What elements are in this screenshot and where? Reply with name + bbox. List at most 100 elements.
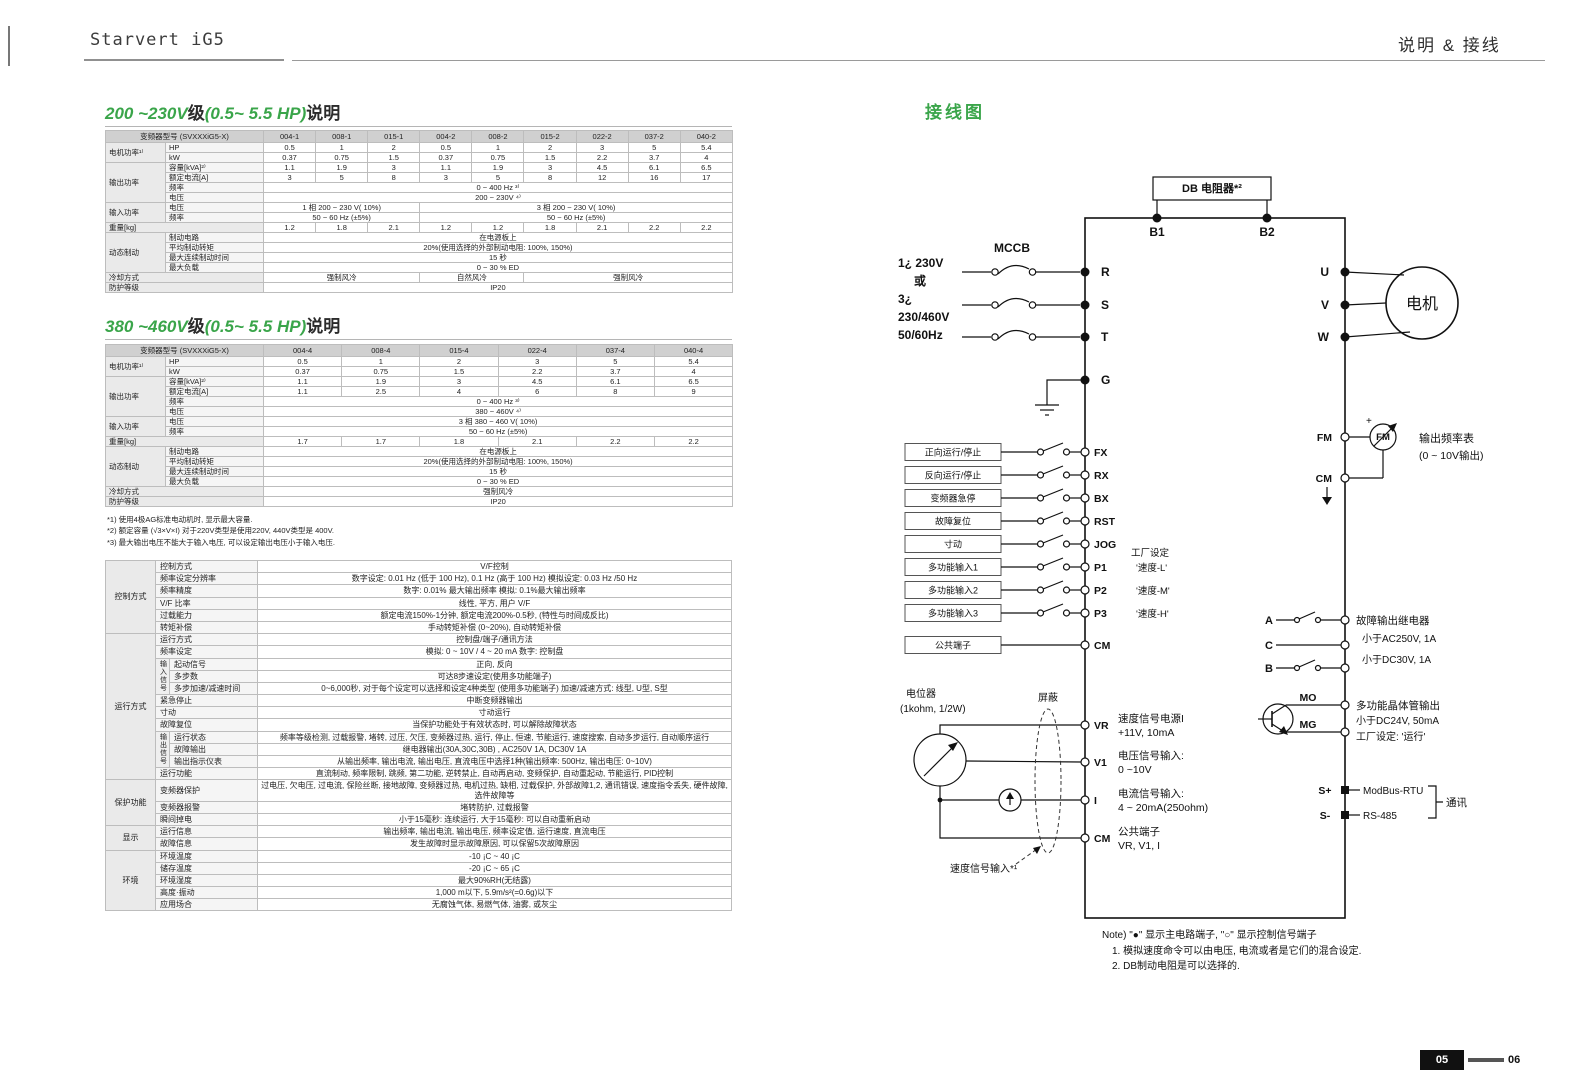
terminal-g — [1080, 375, 1090, 385]
cell: 0.5 — [263, 142, 317, 153]
svg-text:+: + — [1366, 416, 1372, 427]
footnotes: *1) 使用4极AG标准电动机时, 显示最大容量. *2) 额定容量 (√3×V… — [107, 514, 335, 548]
svg-text:'速度-M': '速度-M' — [1136, 585, 1170, 597]
terminal-vr — [1080, 720, 1090, 730]
svg-text:V: V — [1321, 298, 1329, 312]
spec-label: 故障输出 — [169, 742, 258, 757]
cell: 6.1 — [575, 376, 655, 387]
cell: 004-1 — [263, 130, 317, 143]
cell: 040-2 — [679, 130, 733, 143]
spec-label: 故障信息 — [155, 837, 258, 851]
cell: 5 — [471, 172, 525, 183]
spec-value: 控制盘/端子/通讯方法 — [257, 633, 732, 647]
cell: 6 — [497, 386, 577, 397]
svg-text:多功能输入2: 多功能输入2 — [928, 585, 978, 596]
cell: 0 ~ 30 % ED — [263, 262, 733, 273]
cell: 1.8 — [523, 222, 577, 233]
cell: 4 — [419, 386, 499, 397]
cell: 1.5 — [419, 366, 499, 377]
cell: 2.2 — [497, 366, 577, 377]
row-group: 重量[kg] — [104, 222, 265, 233]
cell: 6.1 — [627, 162, 681, 173]
svg-text:(0 ~ 10V输出): (0 ~ 10V输出) — [1419, 449, 1483, 462]
svg-text:BX: BX — [1094, 493, 1109, 505]
cell: 2.1 — [497, 436, 577, 447]
cell: 3 相 200 ~ 230 V( 10%) — [419, 202, 733, 213]
ground-symbol — [1035, 379, 1081, 416]
spec-value: V/F控制 — [257, 559, 732, 574]
cell: 3.7 — [627, 152, 681, 163]
row-group: 电机功率¹⁾ — [105, 142, 166, 163]
section-rule — [105, 126, 732, 127]
spec-value: 当保护功能处于有效状态时, 可以解除故障状态 — [257, 718, 732, 732]
spec-value: 数字: 0.01% 最大输出频率 模拟: 0.1%最大输出频率 — [257, 584, 732, 598]
cell: 0.37 — [263, 152, 317, 163]
row-group: 电机功率¹⁾ — [105, 356, 166, 377]
terminal-s-minus — [1341, 811, 1349, 819]
row-group: 重量[kg] — [104, 436, 265, 447]
svg-text:P2: P2 — [1094, 585, 1107, 597]
spec-label: 起动信号 — [169, 657, 258, 671]
cell: 015-2 — [523, 130, 577, 143]
spec-label: 转矩补偿 — [155, 620, 258, 635]
cell: 0 ~ 400 Hz ³⁾ — [263, 182, 733, 193]
cell: 022-4 — [497, 344, 577, 357]
svg-text:'速度-L': '速度-L' — [1136, 562, 1167, 574]
wiring-diagram: DB 电阻器*² B1 B2 MCCB 1¿ 230V 或 3¿ 230/460… — [898, 176, 1483, 972]
input-row-p2: 多功能输入2 P2 — [904, 580, 1107, 599]
cell: 5 — [315, 172, 369, 183]
wiring-diagram-title: 接线图 — [925, 103, 985, 122]
cell: 2.2 — [575, 152, 629, 163]
svg-text:R: R — [1101, 265, 1110, 279]
svg-text:MCCB: MCCB — [994, 241, 1030, 255]
spec-label: 多步数 — [169, 669, 258, 683]
row-group: 防护等级 — [104, 496, 265, 507]
spec-value: 模拟: 0 ~ 10V / 4 ~ 20 mA 数字: 控制盘 — [257, 645, 732, 659]
svg-text:CM: CM — [1316, 473, 1333, 485]
svg-text:公共端子: 公共端子 — [935, 640, 971, 651]
svg-text:1. 模拟速度命令可以由电压, 电流或者是它们的混合设定.: 1. 模拟速度命令可以由电压, 电流或者是它们的混合设定. — [1112, 944, 1361, 957]
svg-text:4 ~ 20mA(250ohm): 4 ~ 20mA(250ohm) — [1118, 802, 1208, 814]
spec-value: 发生故障时显示故障原因, 可以保留5次故障原因 — [257, 837, 732, 851]
spec-group: 运行方式 — [105, 633, 156, 781]
row-label: kW — [164, 152, 265, 163]
cell: 50 ~ 60 Hz (±5%) — [419, 212, 733, 223]
svg-text:工厂设定: 工厂设定 — [1131, 547, 1170, 559]
terminal-r — [1080, 267, 1090, 277]
cell: 1.9 — [341, 376, 421, 387]
svg-text:P3: P3 — [1094, 608, 1107, 620]
svg-text:RX: RX — [1094, 470, 1109, 482]
db-resistor: DB 电阻器*² B1 B2 — [1149, 176, 1275, 239]
spec-label: 变频器报警 — [155, 800, 258, 814]
svg-text:多功能输入3: 多功能输入3 — [928, 608, 978, 619]
svg-text:G: G — [1101, 373, 1110, 387]
svg-text:Note) "●" 显示主电路端子, "○" 显示控制信: Note) "●" 显示主电路端子, "○" 显示控制信号端子 — [1102, 928, 1317, 941]
svg-text:正向运行/停止: 正向运行/停止 — [925, 447, 982, 458]
svg-text:工厂设定: '运行': 工厂设定: '运行' — [1356, 730, 1425, 743]
main-input-terminals: R S T G — [1080, 265, 1110, 387]
cell: 5.4 — [653, 356, 734, 367]
cell: 3 — [497, 356, 577, 367]
communication-terminals: S+ S- ModBus-RTU RS-485 通讯 — [1318, 785, 1467, 822]
cell: 2.2 — [627, 222, 681, 233]
cell: 037-2 — [627, 130, 681, 143]
svg-text:C: C — [1265, 640, 1273, 652]
section-rule — [105, 339, 732, 340]
cell: 0 ~ 30 % ED — [263, 476, 734, 487]
cell: 0.5 — [419, 142, 473, 153]
svg-text:50/60Hz: 50/60Hz — [898, 328, 943, 342]
svg-text:B: B — [1265, 663, 1273, 675]
row-label: 电压 — [164, 406, 265, 417]
cell: 008-2 — [471, 130, 525, 143]
cell: 在电源板上 — [263, 446, 734, 457]
svg-text:JOG: JOG — [1094, 539, 1116, 551]
spec-label: 频率设定 — [155, 645, 258, 659]
spec-value: 线性, 平方, 用户 V/F — [257, 596, 732, 610]
cell: 5 — [627, 142, 681, 153]
cell: 3 — [419, 172, 473, 183]
header-section-label: 说明 & 接线 — [1398, 36, 1501, 55]
